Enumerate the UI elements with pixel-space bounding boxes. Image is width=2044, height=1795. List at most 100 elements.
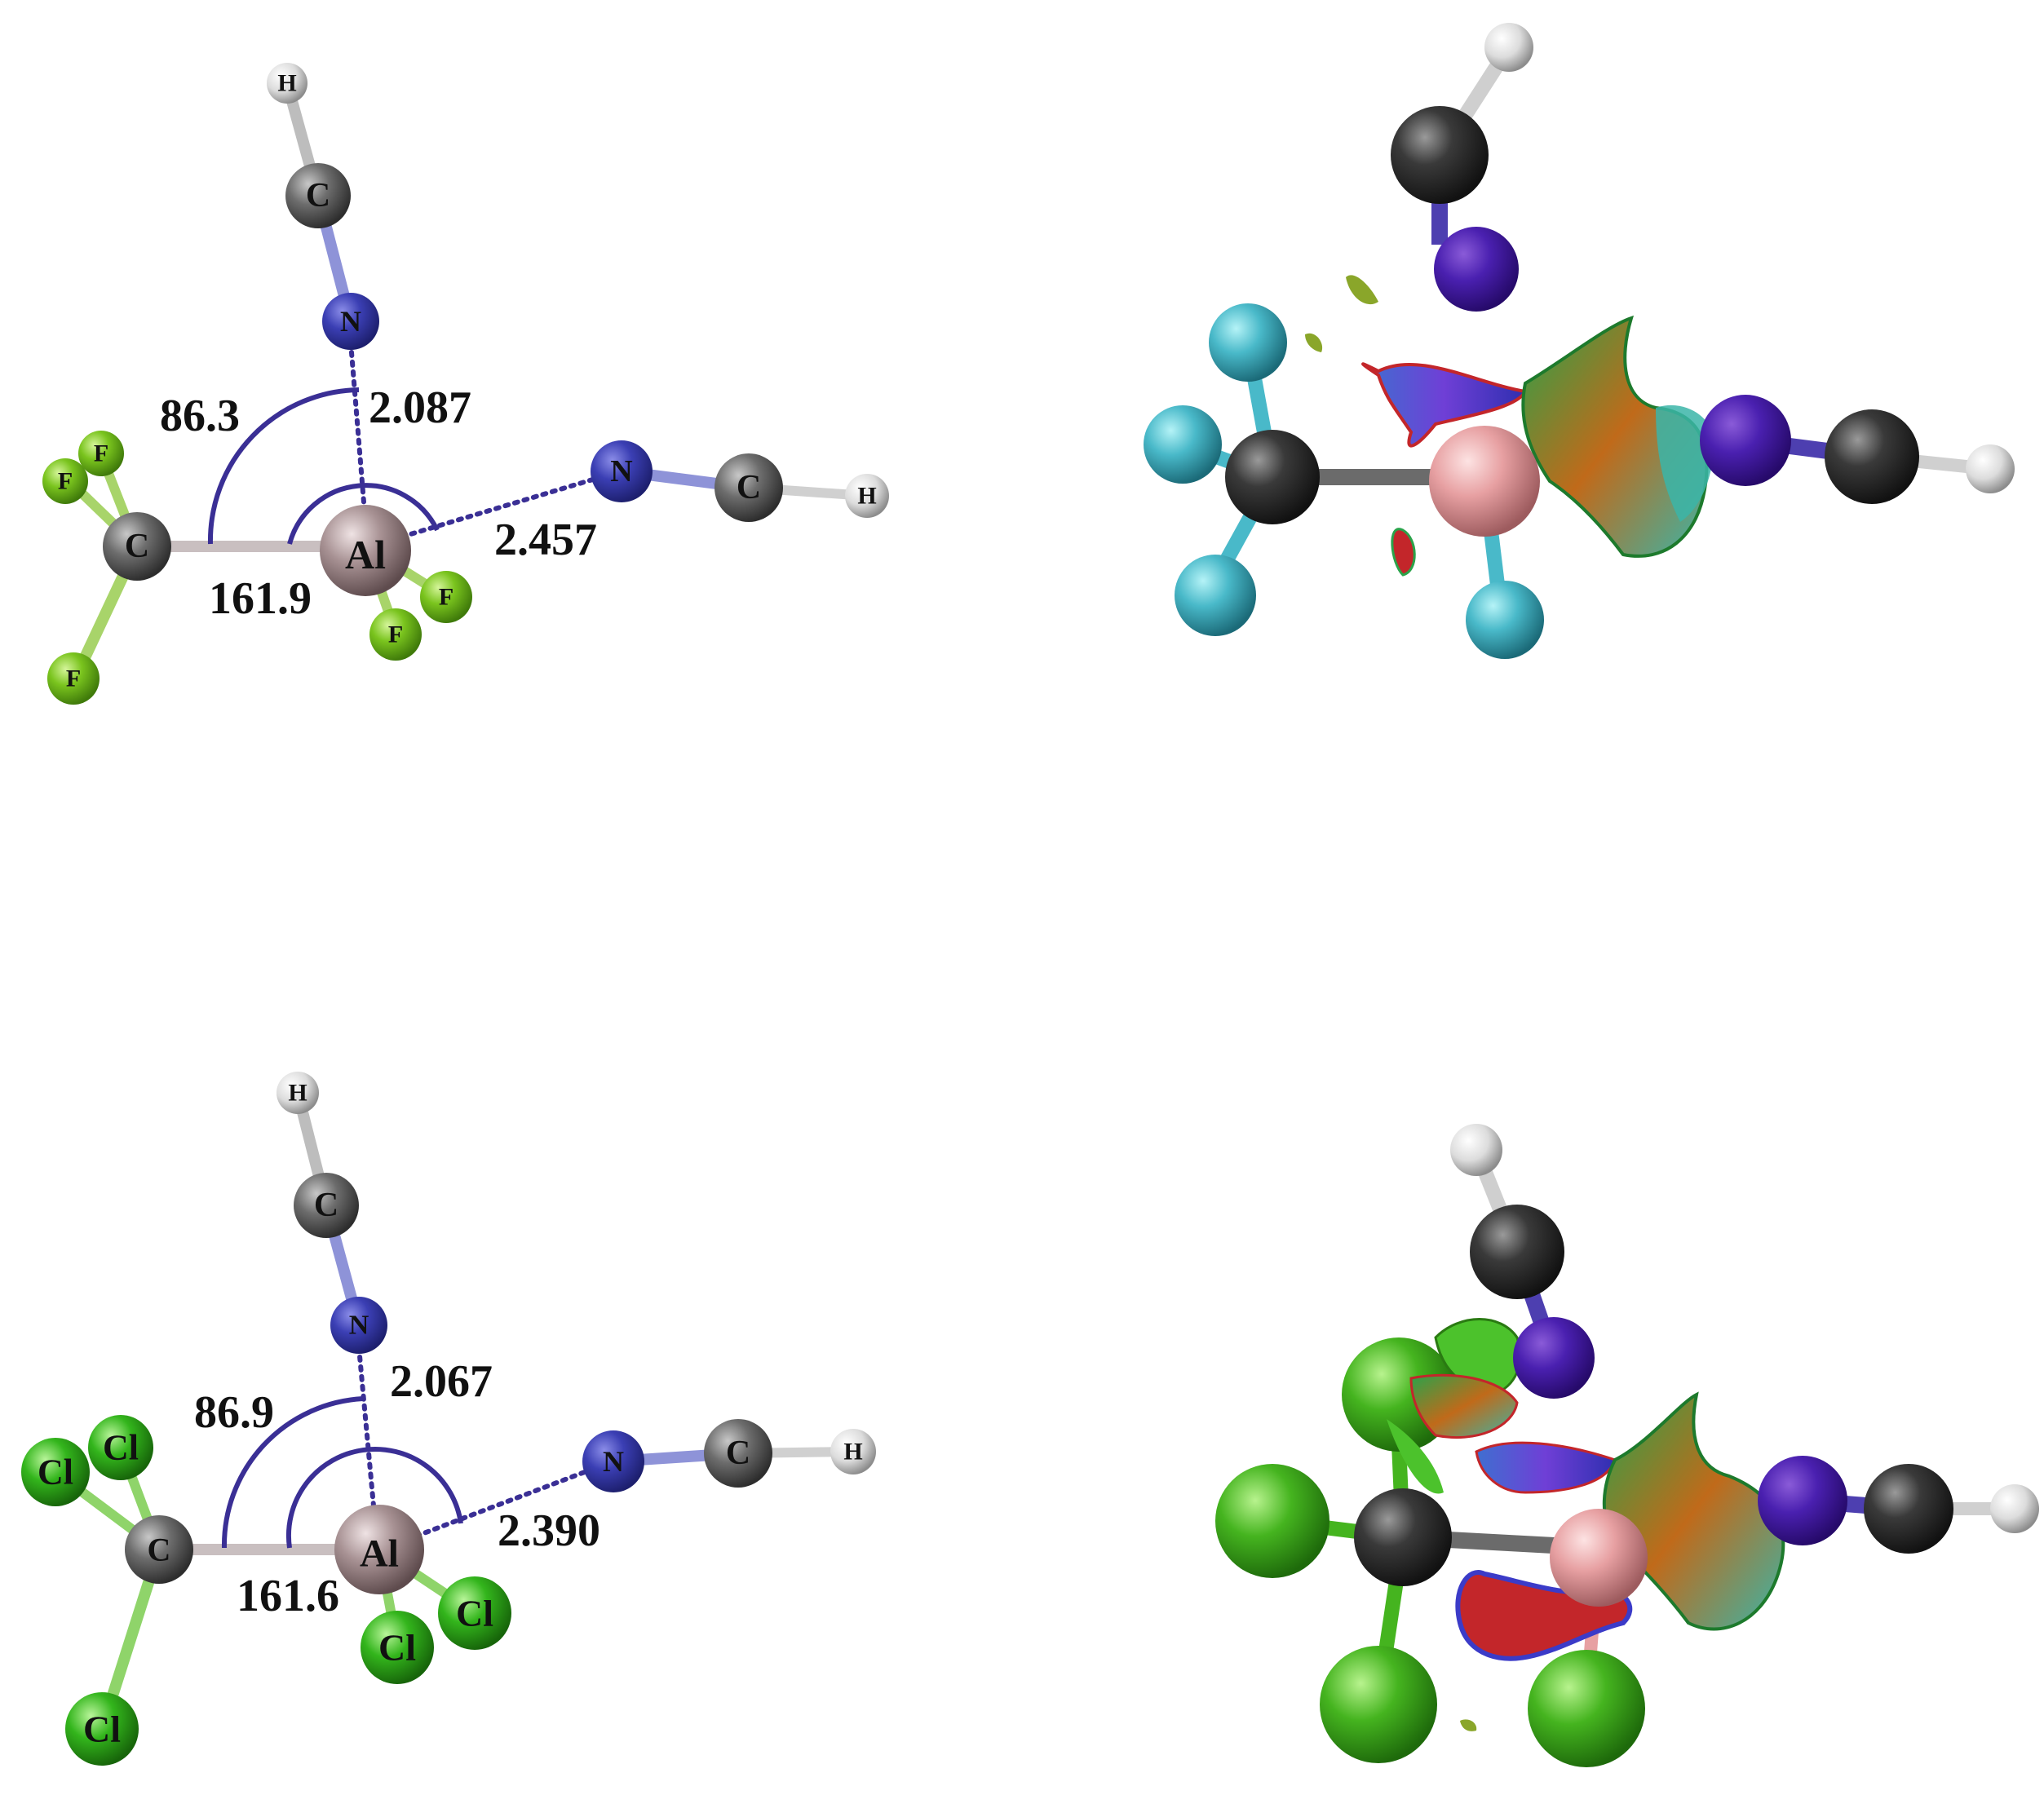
panel-cf3-alf3-nci-isosurface — [1144, 23, 2015, 659]
dotted-bond-al-n-top — [356, 1345, 378, 1526]
angle-arc-c-al-n-top — [221, 1396, 364, 1549]
atom-c-top: C — [285, 163, 351, 228]
panel-cf3-alf3-structure: H C N F F C F F F Al N C H 86.3 2.087 2.… — [42, 63, 889, 705]
atom-f-top — [1209, 303, 1287, 382]
svg-text:F: F — [94, 440, 108, 467]
svg-text:N: N — [610, 454, 632, 489]
atom-f-2: F — [78, 431, 124, 476]
atom-f-al — [1466, 581, 1544, 659]
svg-text:F: F — [388, 621, 403, 648]
atom-h-right — [1990, 1484, 2039, 1533]
atom-c-right — [1864, 1464, 1953, 1554]
atom-h-top: H — [267, 63, 307, 104]
atom-h-top — [1450, 1124, 1502, 1176]
atom-f-1: F — [42, 458, 88, 504]
atom-n-right — [1758, 1456, 1847, 1545]
atom-c-right: C — [715, 453, 783, 522]
atom-al — [1550, 1509, 1648, 1607]
atom-al: Al — [334, 1505, 424, 1594]
svg-text:Cl: Cl — [83, 1709, 121, 1750]
svg-text:C: C — [148, 1532, 171, 1568]
svg-text:Al: Al — [345, 532, 386, 577]
svg-text:F: F — [66, 665, 81, 692]
dotted-bond-al-n-top — [348, 340, 368, 524]
atom-n-top — [1513, 1317, 1595, 1399]
angle-label-161-9: 161.9 — [209, 573, 312, 624]
svg-text:N: N — [340, 305, 361, 338]
nci-surface-green-stripe — [1387, 1419, 1444, 1494]
atom-f-al-2: F — [369, 608, 422, 661]
atom-c-top: C — [294, 1173, 359, 1238]
atom-n-right: N — [582, 1430, 644, 1492]
angle-arc-c-al-n-top — [207, 387, 360, 545]
svg-text:F: F — [58, 468, 73, 495]
svg-text:C: C — [314, 1187, 338, 1224]
atom-c-main: C — [103, 512, 171, 581]
angle-arc-c-al-n-right — [285, 1446, 463, 1549]
atom-c-top — [1470, 1205, 1564, 1299]
atom-f-3: F — [47, 652, 100, 705]
atom-cl-3: Cl — [65, 1692, 139, 1766]
dotted-bond-al-n-right — [381, 474, 606, 545]
atom-al — [1429, 426, 1540, 537]
atom-n-right: N — [591, 440, 653, 502]
svg-text:C: C — [125, 528, 149, 565]
atom-h-top: H — [277, 1072, 319, 1114]
nci-surface-orange — [1409, 1373, 1519, 1439]
atom-f-al-1: F — [420, 571, 472, 623]
distance-label-2-067: 2.067 — [390, 1356, 493, 1407]
svg-text:N: N — [349, 1311, 369, 1341]
atom-n-top — [1434, 227, 1519, 312]
svg-text:C: C — [726, 1435, 750, 1472]
svg-text:H: H — [857, 483, 876, 510]
svg-text:C: C — [737, 469, 761, 506]
atom-n-top: N — [330, 1297, 387, 1354]
atom-cl-bottom-left — [1320, 1646, 1437, 1763]
svg-text:H: H — [277, 70, 296, 97]
atom-h-right: H — [830, 1429, 876, 1474]
atom-cl-al-2: Cl — [361, 1611, 434, 1684]
atom-c-right: C — [704, 1419, 772, 1488]
angle-label-86-9: 86.9 — [194, 1387, 274, 1438]
distance-label-2-390: 2.390 — [498, 1505, 600, 1556]
nci-surface-teal — [1656, 405, 1714, 522]
atom-c-center — [1354, 1488, 1452, 1586]
atom-cl-left — [1215, 1464, 1329, 1578]
svg-text:Cl: Cl — [378, 1627, 416, 1669]
angle-label-86-3: 86.3 — [160, 391, 240, 441]
atom-n-top: N — [322, 293, 379, 350]
nci-fragment-bottom — [1460, 1719, 1477, 1731]
atom-cl-2: Cl — [88, 1415, 153, 1480]
svg-text:H: H — [843, 1439, 862, 1466]
atom-c-right — [1825, 409, 1919, 504]
distance-label-2-457: 2.457 — [494, 515, 597, 565]
atom-c-top — [1391, 106, 1489, 204]
atom-h-top — [1484, 23, 1533, 72]
svg-text:Al: Al — [360, 1532, 399, 1576]
distance-label-2-087: 2.087 — [369, 382, 471, 433]
svg-text:H: H — [288, 1080, 307, 1107]
angle-arc-c-al-n-right — [287, 483, 440, 545]
atom-h-right — [1966, 444, 2015, 493]
atom-f-bottom — [1175, 555, 1256, 636]
svg-text:C: C — [306, 177, 330, 214]
atom-h-right: H — [845, 474, 889, 518]
angle-label-161-6: 161.6 — [237, 1571, 339, 1621]
nci-surface-red-small — [1391, 528, 1416, 577]
dotted-bond-al-n-right — [396, 1466, 598, 1545]
atom-cl-al-1: Cl — [438, 1576, 511, 1650]
nci-surface-blue-top — [1361, 362, 1529, 448]
svg-text:Cl: Cl — [38, 1452, 73, 1492]
panel-ccl3-alcl3-nci-isosurface — [1215, 1124, 2039, 1767]
atom-c-center — [1225, 430, 1320, 524]
svg-text:F: F — [439, 584, 453, 611]
atom-cl-bottom-right — [1528, 1650, 1645, 1767]
nci-fragment-2 — [1305, 333, 1323, 352]
panel-ccl3-alcl3-structure: H C N Cl Cl C Cl Cl Cl Al N C H 86.9 2.0… — [21, 1072, 876, 1766]
nci-fragment-1 — [1346, 275, 1378, 305]
svg-text:Cl: Cl — [103, 1428, 139, 1468]
svg-text:Cl: Cl — [456, 1593, 493, 1634]
atom-n-right — [1700, 395, 1791, 486]
nci-surface-blue — [1475, 1441, 1617, 1494]
